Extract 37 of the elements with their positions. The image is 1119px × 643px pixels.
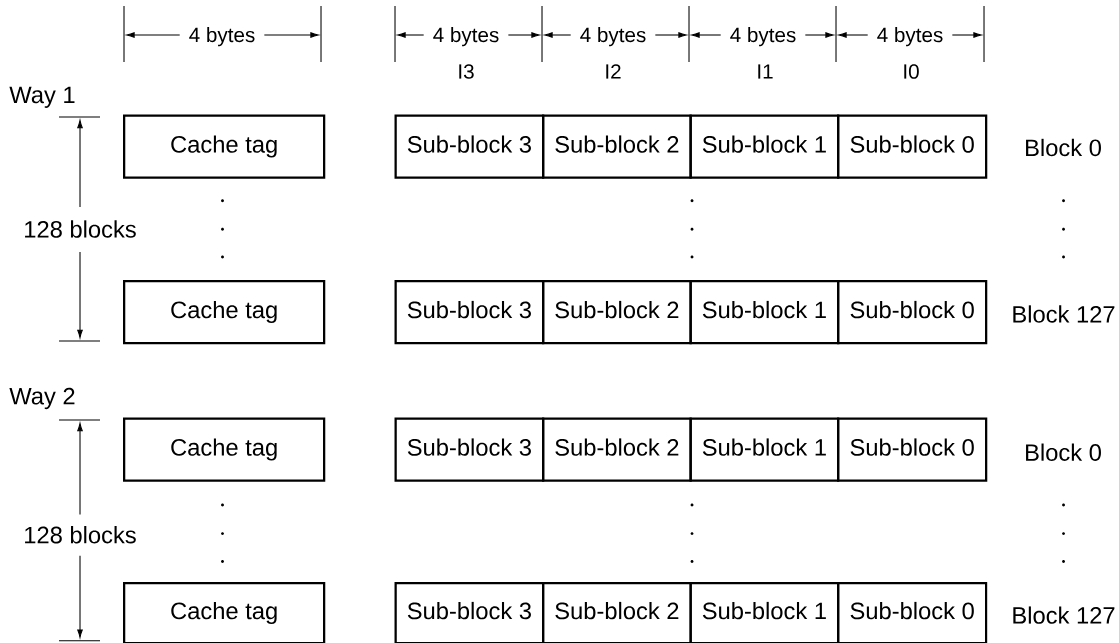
cache-tag-box: Cache tag [123,280,326,345]
sub-block-box: Sub-block 1 [689,114,840,179]
dimension-label: 128 blocks [25,526,136,544]
row-label: Block 127 [1013,305,1115,323]
column-label: I3 [459,64,474,79]
sub-block-box: Sub-block 0 [837,114,988,179]
cache-tag-box: Cache tag [123,582,326,643]
sub-block-box: Sub-block 0 [837,280,988,345]
sub-block-box: Sub-block 2 [542,280,692,345]
sub-block-box: Sub-block 1 [689,280,840,345]
cache-tag-box: Cache tag [123,114,326,179]
sub-block-box: Sub-block 3 [394,417,545,482]
sub-block-box: Sub-block 0 [837,417,988,482]
sub-block-box: Sub-block 2 [542,417,692,482]
cache-tag-box: Cache tag [123,417,326,482]
column-label: I0 [904,64,919,79]
row-label: Block 0 [1026,138,1101,157]
way-label: Way 1 [9,86,75,108]
column-label: I1 [758,64,773,79]
dimension-label: 4 bytes [433,27,499,47]
sub-block-box: Sub-block 3 [394,280,545,345]
sub-block-box: Sub-block 1 [689,582,840,643]
column-label: I2 [606,64,621,79]
dimension-label: 4 bytes [189,27,255,47]
sub-block-box: Sub-block 2 [542,114,692,179]
sub-block-box: Sub-block 1 [689,417,840,482]
dimension-label: 4 bytes [877,27,943,47]
row-label: Block 127 [1013,606,1115,624]
row-label: Block 0 [1026,443,1101,461]
sub-block-box: Sub-block 2 [542,582,692,643]
sub-block-box: Sub-block 3 [394,114,545,179]
way-label: Way 2 [9,387,75,410]
dimension-label: 4 bytes [580,27,646,47]
dimension-label: 128 blocks [25,220,136,238]
sub-block-box: Sub-block 0 [837,582,988,643]
dimension-label: 4 bytes [730,27,796,47]
sub-block-box: Sub-block 3 [394,582,545,643]
